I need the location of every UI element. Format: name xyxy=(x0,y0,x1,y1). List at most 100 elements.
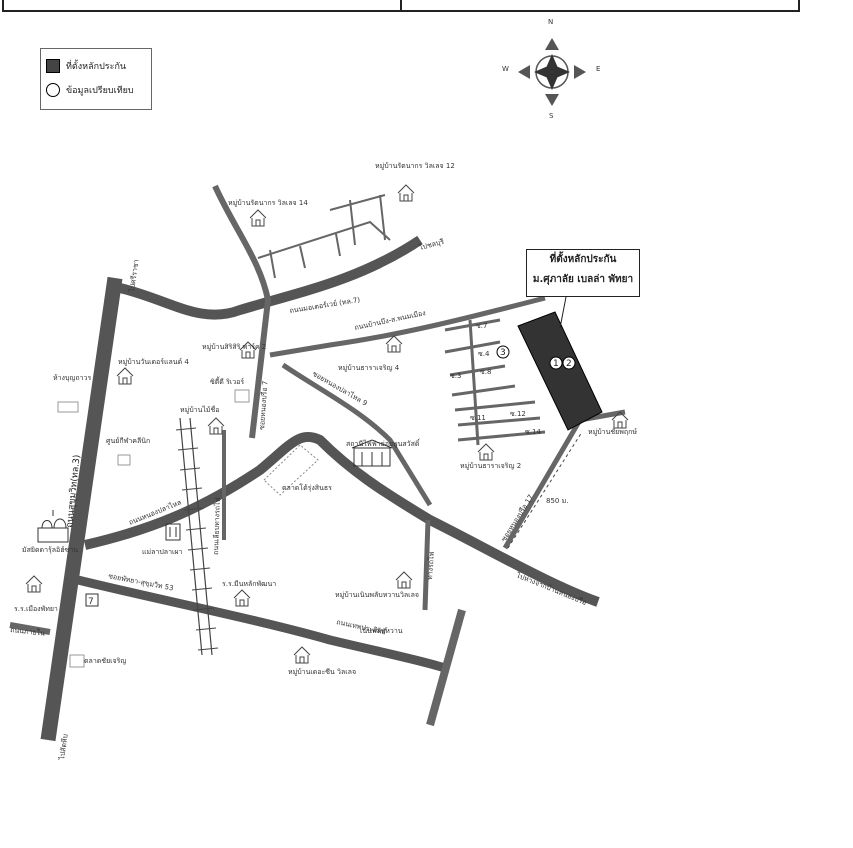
svg-text:7: 7 xyxy=(88,597,94,607)
house-icon xyxy=(239,341,257,359)
legend: ที่ตั้งหลักประกัน ข้อมูลเปรียบเทียบ xyxy=(40,48,152,110)
compass-rose-icon xyxy=(518,38,586,106)
label-plaza: ตลาดโต้รุ่งสินธร xyxy=(282,483,332,492)
road-soi7 xyxy=(212,184,272,439)
soi-label: ซ.3 xyxy=(450,372,461,380)
soi-label: ซ.7 xyxy=(476,322,487,330)
road-label-to-chonburi: ไปชลบุรี xyxy=(417,237,445,253)
road-banbueng xyxy=(269,295,546,358)
comparable-circle-icon xyxy=(46,83,60,97)
distance-line xyxy=(507,431,583,549)
road-label-soi7: ซอยหนองปรือ 7 xyxy=(258,381,269,431)
road-soi53 xyxy=(76,575,447,673)
label-school3: ร.ร.เมืองพัทยา xyxy=(14,605,58,613)
label-inthaniwet: เนินพลับหวาน xyxy=(360,627,403,635)
label-village4: หมู่บ้านวันเดอร์แลนด์ 4 xyxy=(118,358,189,366)
house-icon xyxy=(207,417,225,435)
marker-1-icon xyxy=(549,356,563,370)
property-swatch-icon xyxy=(46,59,60,73)
road-label-soi17: ซอยหนองปรือ 17 xyxy=(500,493,535,543)
property-parcel xyxy=(517,311,603,431)
header-divider xyxy=(400,0,402,10)
house-icon xyxy=(477,443,495,461)
marker-3-label: 3 xyxy=(500,348,506,358)
callout-line1: ที่ตั้งหลักประกัน xyxy=(549,254,617,265)
label-supermarket: ห้างบุญถาวร xyxy=(53,374,91,382)
soi-label: ซ.12 xyxy=(510,410,526,418)
legend-row-comparable: ข้อมูลเปรียบเทียบ xyxy=(46,83,134,97)
road-label-inner: ถนนภายใน xyxy=(10,625,46,638)
house-icon xyxy=(249,209,267,227)
label-wongsaeng: หมู่บ้านเนินพลับหวานวิลเลจ xyxy=(335,591,419,599)
railway-track xyxy=(175,417,219,656)
label-baan: หมู่บ้านไม้ชื่อ xyxy=(180,405,219,414)
label-village4b: หมู่บ้านธาราเจริญ 4 xyxy=(338,364,400,372)
restaurant-icon xyxy=(165,523,181,541)
marker-2-label: 2 xyxy=(566,359,572,369)
callout-line2: ม.ศุภาลัย เบลล่า พัทยา xyxy=(532,274,634,285)
house-icon xyxy=(293,646,311,664)
building-box-4 xyxy=(69,654,85,668)
soi-grid-east xyxy=(444,318,546,446)
building-box-1 xyxy=(57,401,79,413)
label-village12: หมู่บ้านรัตนากร วิลเลจ 12 xyxy=(375,162,455,170)
roads-major xyxy=(40,235,600,742)
compass-s: S xyxy=(549,112,554,120)
distance-label: 850 ม. xyxy=(546,497,568,505)
soi-label: ซ.4 xyxy=(478,350,490,358)
building-box-3 xyxy=(234,389,250,403)
house-icon xyxy=(611,411,629,429)
marker-2-icon xyxy=(562,356,576,370)
label-school2: ร.ร.มีนหลักพัฒนา xyxy=(222,580,276,588)
label-thepprasit: ซิตี้ดี ริเวอร์ xyxy=(210,375,244,386)
marker-3-icon xyxy=(496,345,510,359)
label-village14: หมู่บ้านรัตนากร วิลเลจ 14 xyxy=(228,199,308,207)
mosque-icon xyxy=(37,510,69,543)
soi-label: ซ.14 xyxy=(525,428,541,436)
label-bellavillage: หมู่บ้านชัยพฤกษ์ xyxy=(588,428,637,436)
road-soi9 xyxy=(281,362,433,507)
road-label-rail-road: ถนนเลียบทางรถไฟ xyxy=(211,497,222,555)
label-siri: หมู่บ้านสิริสิริ พาร์ค 2 xyxy=(202,343,266,351)
road-inner-south xyxy=(422,519,431,611)
soi-label: ซ.8 xyxy=(480,368,491,376)
house-icon xyxy=(395,571,413,589)
road-label-inner-south: ทางรถไฟ xyxy=(425,551,436,580)
house-icon xyxy=(233,589,251,607)
road-west-spur xyxy=(9,622,51,635)
road-southeast-spur xyxy=(426,608,466,727)
legend-property-label: ที่ตั้งหลักประกัน xyxy=(66,62,127,72)
compass-n: N xyxy=(548,18,553,26)
marker-1-label: 1 xyxy=(553,359,559,369)
road-label-to-sattahip: ไปสัตหีบ xyxy=(57,733,70,761)
label-restaurant: แม่ลาปลาเผา xyxy=(142,548,183,556)
village-grid-north xyxy=(257,194,391,279)
building-box-2 xyxy=(117,454,131,466)
plaza-outline xyxy=(263,444,319,496)
label-nongket: หมู่บ้านเดอะซีน วิลเลจ xyxy=(288,668,356,676)
callout-leader xyxy=(559,296,567,329)
house-icon xyxy=(116,367,134,385)
soi-label: ซ.11 xyxy=(470,414,486,422)
school-building-icon xyxy=(351,439,393,467)
house-icon xyxy=(397,184,415,202)
label-village2: หมู่บ้านธาราเจริญ 2 xyxy=(460,462,521,470)
compass-w: W xyxy=(502,65,509,73)
road-motorway xyxy=(118,235,423,320)
convenience-store-icon: 7 xyxy=(85,593,99,607)
property-callout: ที่ตั้งหลักประกัน ม.ศุภาลัย เบลล่า พัทยา xyxy=(526,249,640,297)
legend-comparable-label: ข้อมูลเปรียบเทียบ xyxy=(66,86,134,96)
house-icons xyxy=(25,184,629,664)
roads-minor xyxy=(9,184,626,727)
legend-row-property: ที่ตั้งหลักประกัน xyxy=(46,59,126,73)
road-label-motorway: ถนนมอเตอร์เวย์ (ทล.7) xyxy=(289,296,361,315)
compass-e: E xyxy=(596,65,600,73)
road-sukhumvit xyxy=(40,276,123,742)
label-market: ตลาดชัยเจริญ xyxy=(84,657,126,665)
house-icon xyxy=(25,575,43,593)
label-sports: ศูนย์กีฬาคลีนิก xyxy=(106,437,150,445)
label-mosque: มัสยิดดารุ้ลอิฮ์ซาน xyxy=(22,546,78,554)
header-table xyxy=(2,0,800,12)
